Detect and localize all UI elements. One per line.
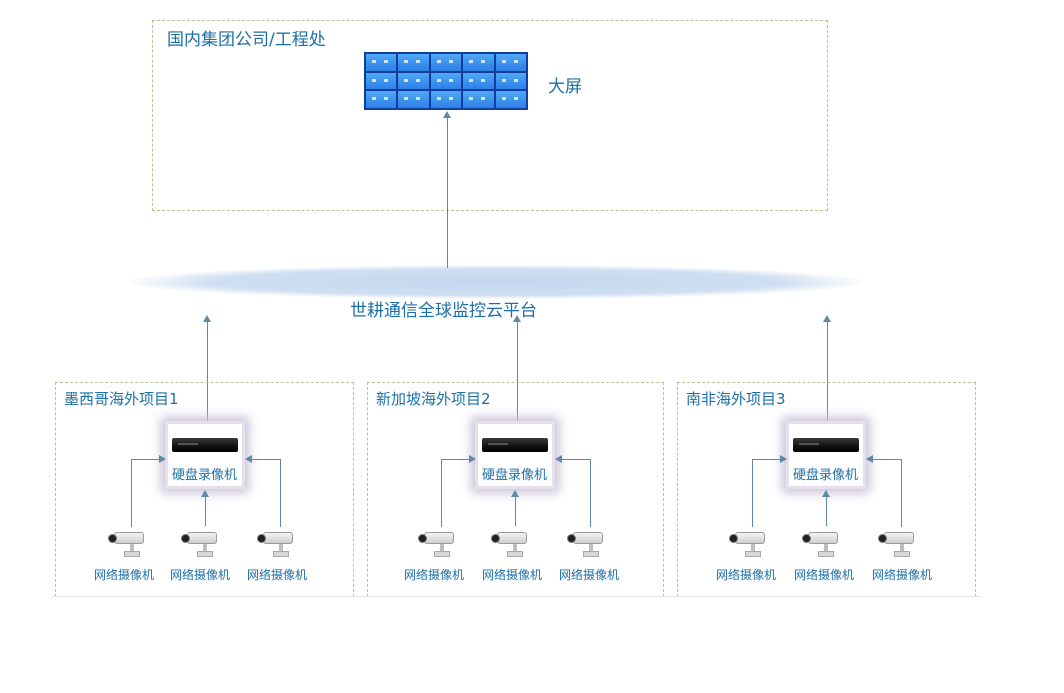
connector-left-3 (752, 459, 753, 527)
connector-left-2 (441, 459, 442, 527)
uplink-line-site-1 (207, 322, 208, 422)
connector-mid-arrow-2 (511, 490, 519, 497)
uplink-arrow-hq (443, 111, 451, 118)
connector-right-arrow-2 (555, 455, 562, 463)
connector-right-arrow-1 (245, 455, 252, 463)
dvr-icon (793, 438, 859, 452)
dvr-icon (172, 438, 238, 452)
connector-mid-arrow-1 (201, 490, 209, 497)
dvr-icon (482, 438, 548, 452)
uplink-line-hq (447, 118, 448, 268)
connector-mid-1 (205, 496, 206, 526)
bottom-baseline (52, 596, 980, 597)
dvr-frame-3: 硬盘录像机 (786, 421, 866, 489)
connector-left-1 (131, 459, 132, 527)
connector-left-h-1 (131, 459, 159, 460)
connector-right-h-1 (252, 459, 280, 460)
ip-camera-icon (567, 529, 607, 559)
camera-label: 网络摄像机 (247, 568, 308, 582)
site-title-3: 南非海外项目3 (686, 390, 786, 408)
camera-label: 网络摄像机 (559, 568, 620, 582)
uplink-arrow-site-1 (203, 315, 211, 322)
site-title-1: 墨西哥海外项目1 (64, 390, 179, 408)
dvr-label-3: 硬盘录像机 (793, 468, 859, 483)
camera-label: 网络摄像机 (482, 568, 543, 582)
uplink-arrow-site-2 (513, 315, 521, 322)
ip-camera-icon (802, 529, 842, 559)
connector-left-arrow-3 (780, 455, 787, 463)
ip-camera-icon (729, 529, 769, 559)
ip-camera-icon (257, 529, 297, 559)
connector-right-h-2 (562, 459, 590, 460)
connector-mid-arrow-3 (822, 490, 830, 497)
connector-right-h-3 (873, 459, 901, 460)
uplink-line-site-3 (827, 322, 828, 422)
headquarters-title: 国内集团公司/工程处 (167, 30, 326, 50)
ip-camera-icon (108, 529, 148, 559)
connector-left-arrow-1 (159, 455, 166, 463)
dvr-frame-1: 硬盘录像机 (165, 421, 245, 489)
connector-right-arrow-3 (866, 455, 873, 463)
cloud-platform-label: 世耕通信全球监控云平台 (350, 301, 537, 321)
camera-label: 网络摄像机 (716, 568, 777, 582)
screen-label: 大屏 (548, 77, 582, 97)
dvr-label-1: 硬盘录像机 (172, 468, 238, 483)
connector-left-h-3 (752, 459, 780, 460)
uplink-line-site-2 (517, 322, 518, 422)
camera-label: 网络摄像机 (170, 568, 231, 582)
camera-label: 网络摄像机 (404, 568, 465, 582)
headquarters-box: 国内集团公司/工程处 (152, 20, 828, 211)
connector-right-3 (901, 459, 902, 527)
camera-label: 网络摄像机 (94, 568, 155, 582)
cloud-icon (128, 265, 864, 299)
ip-camera-icon (878, 529, 918, 559)
connector-mid-3 (826, 496, 827, 526)
dvr-frame-2: 硬盘录像机 (475, 421, 555, 489)
dvr-label-2: 硬盘录像机 (482, 468, 548, 483)
connector-left-h-2 (441, 459, 469, 460)
camera-label: 网络摄像机 (794, 568, 855, 582)
video-wall-icon (364, 52, 528, 110)
camera-label: 网络摄像机 (872, 568, 933, 582)
uplink-arrow-site-3 (823, 315, 831, 322)
connector-left-arrow-2 (469, 455, 476, 463)
connector-mid-2 (515, 496, 516, 526)
ip-camera-icon (181, 529, 221, 559)
site-title-2: 新加坡海外项目2 (376, 390, 491, 408)
ip-camera-icon (491, 529, 531, 559)
connector-right-2 (590, 459, 591, 527)
connector-right-1 (280, 459, 281, 527)
ip-camera-icon (418, 529, 458, 559)
